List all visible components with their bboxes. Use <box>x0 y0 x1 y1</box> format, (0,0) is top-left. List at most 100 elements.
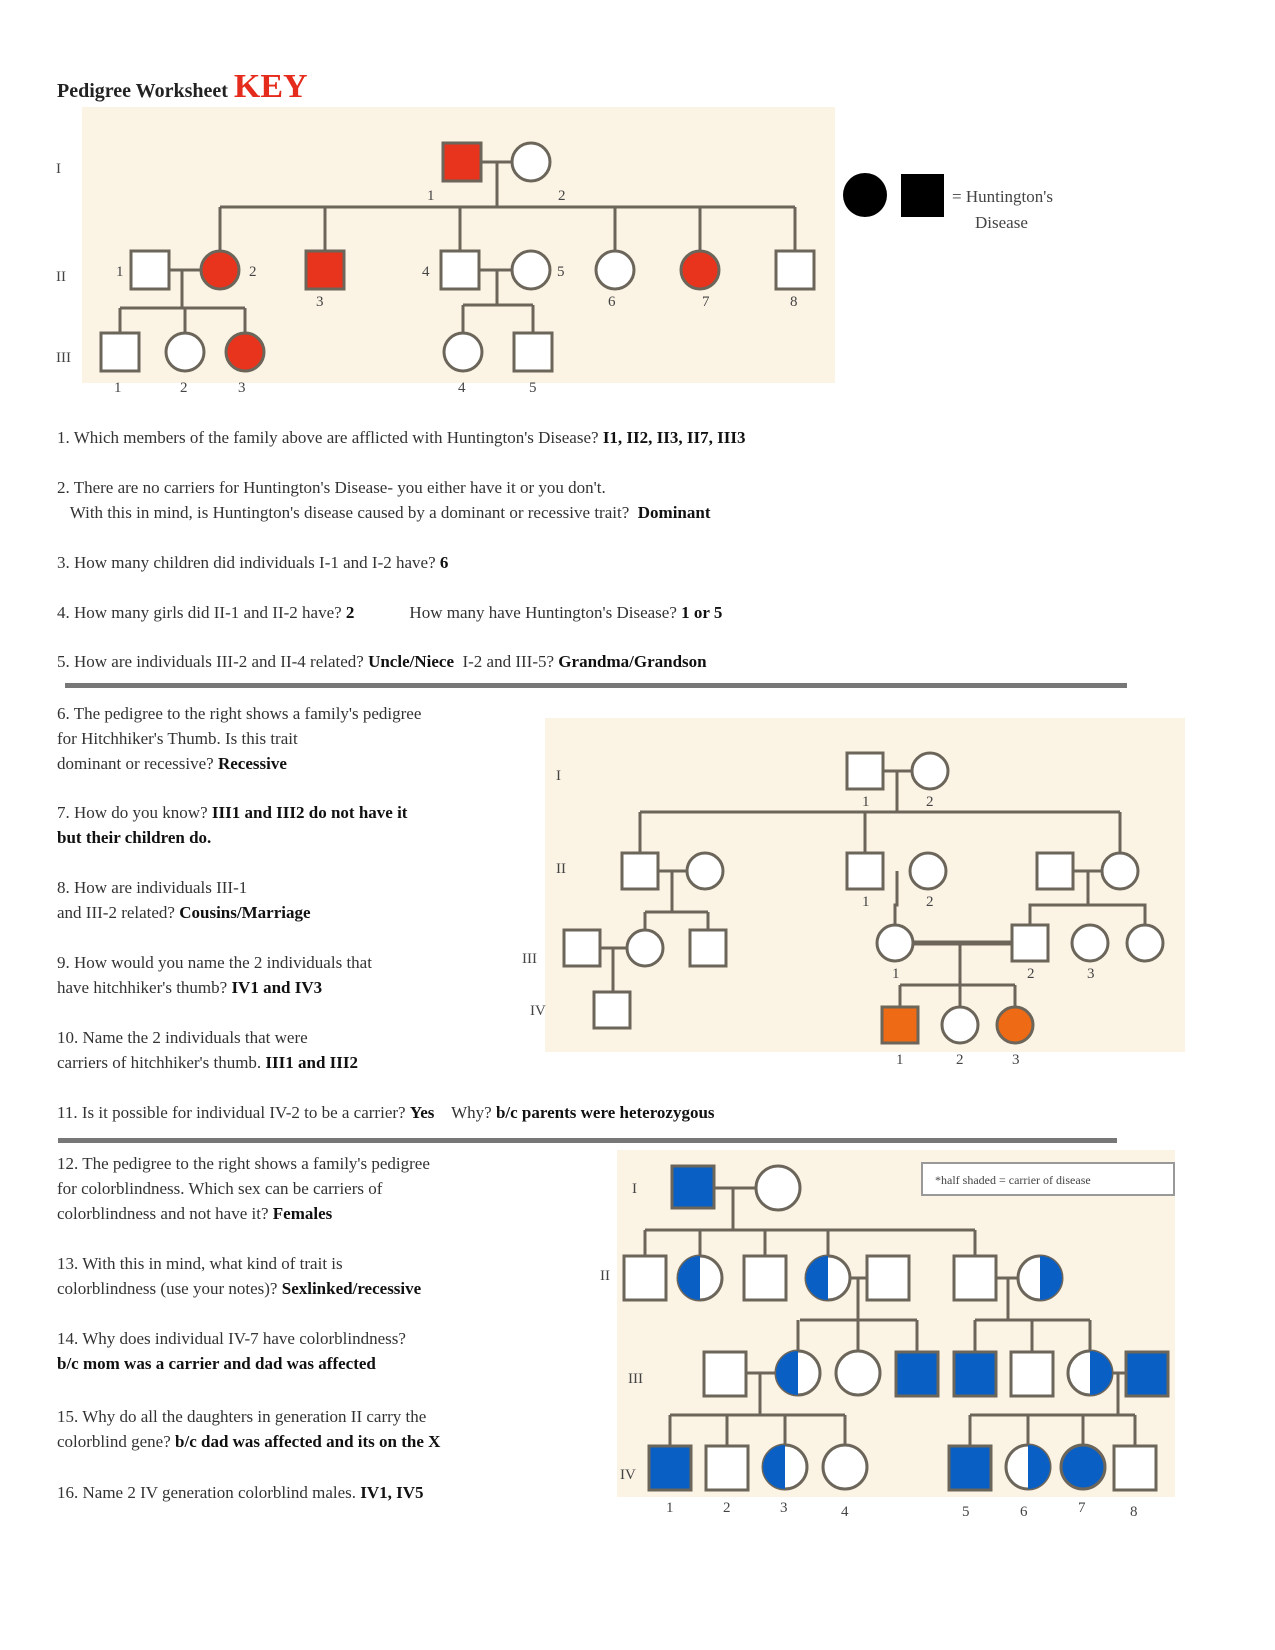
generation-label: II <box>56 269 66 285</box>
text: 6 <box>439 553 449 572</box>
text: 2 <box>926 894 934 910</box>
affected-female <box>679 249 721 291</box>
generation-label: I <box>56 161 61 177</box>
legend-text: Disease <box>975 213 1028 232</box>
text: have hitchhiker's thumb? <box>57 978 228 997</box>
text: for Hitchhiker's Thumb. Is this trait <box>57 729 298 748</box>
male <box>845 751 885 791</box>
text: 1 <box>114 380 122 396</box>
text: 4 <box>458 380 466 396</box>
generation-label: IV <box>620 1467 636 1483</box>
text: 3 <box>238 380 246 396</box>
carrier-female <box>875 923 915 963</box>
male <box>865 1254 911 1302</box>
male <box>512 331 554 373</box>
question-11: 11. Is it possible for individual IV-2 t… <box>57 1100 715 1125</box>
generation-label: II <box>556 861 566 877</box>
female <box>908 851 948 891</box>
text: 9. How would you name the 2 individuals … <box>57 953 372 972</box>
text: b/c dad was affected and its on the X <box>175 1432 441 1451</box>
text: 5. How are individuals III-2 and II-4 re… <box>57 652 364 671</box>
text: 2 <box>723 1500 731 1516</box>
text: Grandma/Grandson <box>558 652 707 671</box>
legend-affected-female <box>843 173 887 217</box>
text: 16. Name 2 IV generation colorblind male… <box>57 1483 356 1502</box>
text: 3. How many children did individuals I-1… <box>57 553 436 572</box>
female <box>510 249 552 291</box>
text: 2 <box>1027 966 1035 982</box>
female <box>821 1443 869 1491</box>
colorblindness-pedigree: I II III IV *half shaded = carrier of di… <box>600 1150 1175 1520</box>
question-16: 16. Name 2 IV generation colorblind male… <box>57 1480 424 1505</box>
title-text: Pedigree Worksheet <box>57 80 228 102</box>
text: colorblind gene? <box>57 1432 171 1451</box>
male <box>952 1254 998 1302</box>
text: Uncle/Niece <box>368 652 454 671</box>
question-9: 9. How would you name the 2 individuals … <box>57 950 372 1000</box>
female <box>754 1164 802 1212</box>
generation-label: II <box>600 1268 610 1284</box>
text: 6 <box>608 294 616 310</box>
question-14: 14. Why does individual IV-7 have colorb… <box>57 1326 406 1376</box>
text: Sexlinked/recessive <box>281 1279 422 1298</box>
text: 7 <box>1078 1500 1086 1516</box>
legend-text: = Huntington's <box>952 187 1053 206</box>
text: Yes <box>409 1103 435 1122</box>
section-divider <box>65 683 1127 688</box>
female <box>1125 923 1165 963</box>
text: Why? <box>451 1103 492 1122</box>
carrier-female <box>761 1443 809 1491</box>
male <box>774 249 816 291</box>
text: 3 <box>316 294 324 310</box>
female <box>625 928 665 968</box>
text: 1. Which members of the family above are… <box>57 428 599 447</box>
text: 2 <box>558 188 566 204</box>
text: and III-2 related? <box>57 903 175 922</box>
carrier-male <box>1010 923 1050 963</box>
colorblind-male <box>952 1350 998 1398</box>
text: 8 <box>1130 1504 1138 1520</box>
female <box>940 1005 980 1045</box>
text: 5 <box>529 380 537 396</box>
question-4: 4. How many girls did II-1 and II-2 have… <box>57 600 722 625</box>
male <box>702 1350 748 1398</box>
male <box>1112 1444 1158 1492</box>
text: colorblindness and not have it? <box>57 1204 269 1223</box>
male <box>562 928 602 968</box>
text: 3 <box>780 1500 788 1516</box>
male <box>99 331 141 373</box>
male <box>620 851 660 891</box>
generation-label: III <box>628 1371 643 1387</box>
colorblind-female <box>1059 1443 1107 1491</box>
text: 6. The pedigree to the right shows a fam… <box>57 704 422 723</box>
text: 7. How do you know? <box>57 803 208 822</box>
generation-label: I <box>632 1181 637 1197</box>
female <box>834 1349 882 1397</box>
text: 1 <box>666 1500 674 1516</box>
carrier-note-box <box>921 1162 1175 1196</box>
text: IV1 and IV3 <box>231 978 323 997</box>
female <box>1070 923 1110 963</box>
text: 12. The pedigree to the right shows a fa… <box>57 1154 430 1173</box>
text: dominant or recessive? <box>57 754 214 773</box>
question-5: 5. How are individuals III-2 and II-4 re… <box>57 649 707 674</box>
question-7: 7. How do you know? III1 and III2 do not… <box>57 800 407 850</box>
text: 1 <box>862 894 870 910</box>
text: Cousins/Marriage <box>179 903 311 922</box>
colorblind-male <box>1124 1350 1170 1398</box>
male <box>688 928 728 968</box>
text: 1 <box>116 264 124 280</box>
colorblind-male <box>670 1164 716 1210</box>
text: 2. There are no carriers for Huntington'… <box>57 478 606 497</box>
male <box>704 1444 750 1492</box>
male <box>1009 1350 1055 1398</box>
text: 8 <box>790 294 798 310</box>
text: b/c mom was a carrier and dad was affect… <box>57 1354 376 1373</box>
question-2: 2. There are no carriers for Huntington'… <box>57 475 710 525</box>
question-1: 1. Which members of the family above are… <box>57 425 745 450</box>
carrier-female <box>676 1254 724 1302</box>
